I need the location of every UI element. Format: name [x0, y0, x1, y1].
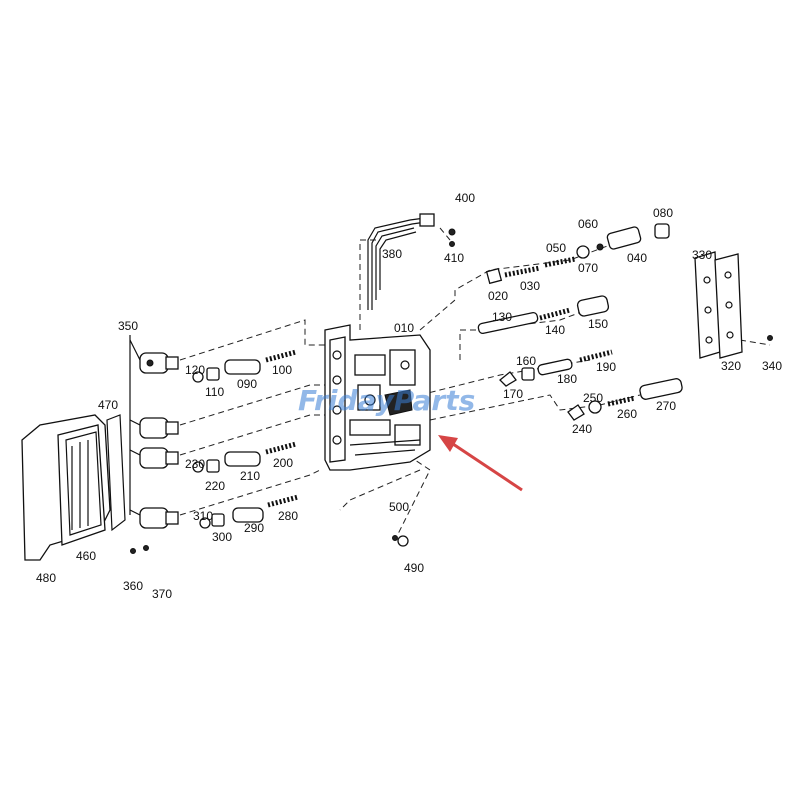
label-120: 120: [185, 363, 205, 377]
label-260: 260: [617, 407, 637, 421]
middle-right-parts: [477, 295, 610, 335]
label-280: 280: [278, 509, 298, 523]
label-400: 400: [455, 191, 475, 205]
row-2-parts: [192, 441, 297, 473]
label-010: 010: [394, 321, 414, 335]
label-290: 290: [244, 521, 264, 535]
watermark-logo: FridayParts: [298, 384, 475, 417]
upper-right-parts: [448, 223, 670, 285]
cover-assembly: [21, 414, 126, 561]
label-380: 380: [382, 247, 402, 261]
valve-body-010: [324, 324, 431, 471]
label-200: 200: [273, 456, 293, 470]
label-320: 320: [721, 359, 741, 373]
label-300: 300: [212, 530, 232, 544]
label-180: 180: [557, 372, 577, 386]
wiring-harness-380: [367, 213, 435, 310]
label-110: 110: [205, 385, 224, 399]
red-arrow-head: [438, 435, 458, 452]
bottom-parts-490-500: [392, 535, 409, 547]
label-160: 160: [516, 354, 536, 368]
label-330: 330: [692, 248, 712, 262]
label-080: 080: [653, 206, 673, 220]
label-360: 360: [123, 579, 143, 593]
label-310: 310: [193, 509, 213, 523]
label-340: 340: [762, 359, 782, 373]
label-410: 410: [444, 251, 464, 265]
label-030: 030: [520, 279, 540, 293]
label-100: 100: [272, 363, 292, 377]
label-040: 040: [627, 251, 647, 265]
lower-right-parts: [499, 349, 683, 421]
label-220: 220: [205, 479, 225, 493]
label-140: 140: [545, 323, 565, 337]
label-060: 060: [578, 217, 598, 231]
label-470: 470: [98, 398, 118, 412]
solenoid-4: [139, 507, 179, 529]
label-350: 350: [118, 319, 138, 333]
label-150: 150: [588, 317, 608, 331]
red-arrow-shaft: [449, 440, 523, 492]
label-190: 190: [596, 360, 616, 374]
row-3-parts: [199, 494, 299, 529]
screws-360-370: [130, 545, 149, 554]
solenoid-2: [139, 417, 179, 439]
part-labels: 010 020 030 040 050 060 070 080 090 100 …: [36, 191, 782, 601]
label-050: 050: [546, 241, 566, 255]
red-arrow: [438, 435, 523, 492]
label-130: 130: [492, 310, 512, 324]
solenoid-3: [139, 447, 179, 469]
row-1-parts: [192, 349, 297, 383]
label-490: 490: [404, 561, 424, 575]
solenoid-group-350: [129, 335, 179, 529]
label-230: 230: [185, 457, 205, 471]
label-090: 090: [237, 377, 257, 391]
label-370: 370: [152, 587, 172, 601]
plate-320-330: [694, 251, 773, 359]
label-270: 270: [656, 399, 676, 413]
label-210: 210: [240, 469, 260, 483]
label-240: 240: [572, 422, 592, 436]
label-480: 480: [36, 571, 56, 585]
label-070: 070: [578, 261, 598, 275]
label-500: 500: [389, 500, 409, 514]
label-020: 020: [488, 289, 508, 303]
label-250: 250: [583, 391, 603, 405]
label-460: 460: [76, 549, 96, 563]
label-170: 170: [503, 387, 523, 401]
solenoid-1: [139, 352, 179, 374]
